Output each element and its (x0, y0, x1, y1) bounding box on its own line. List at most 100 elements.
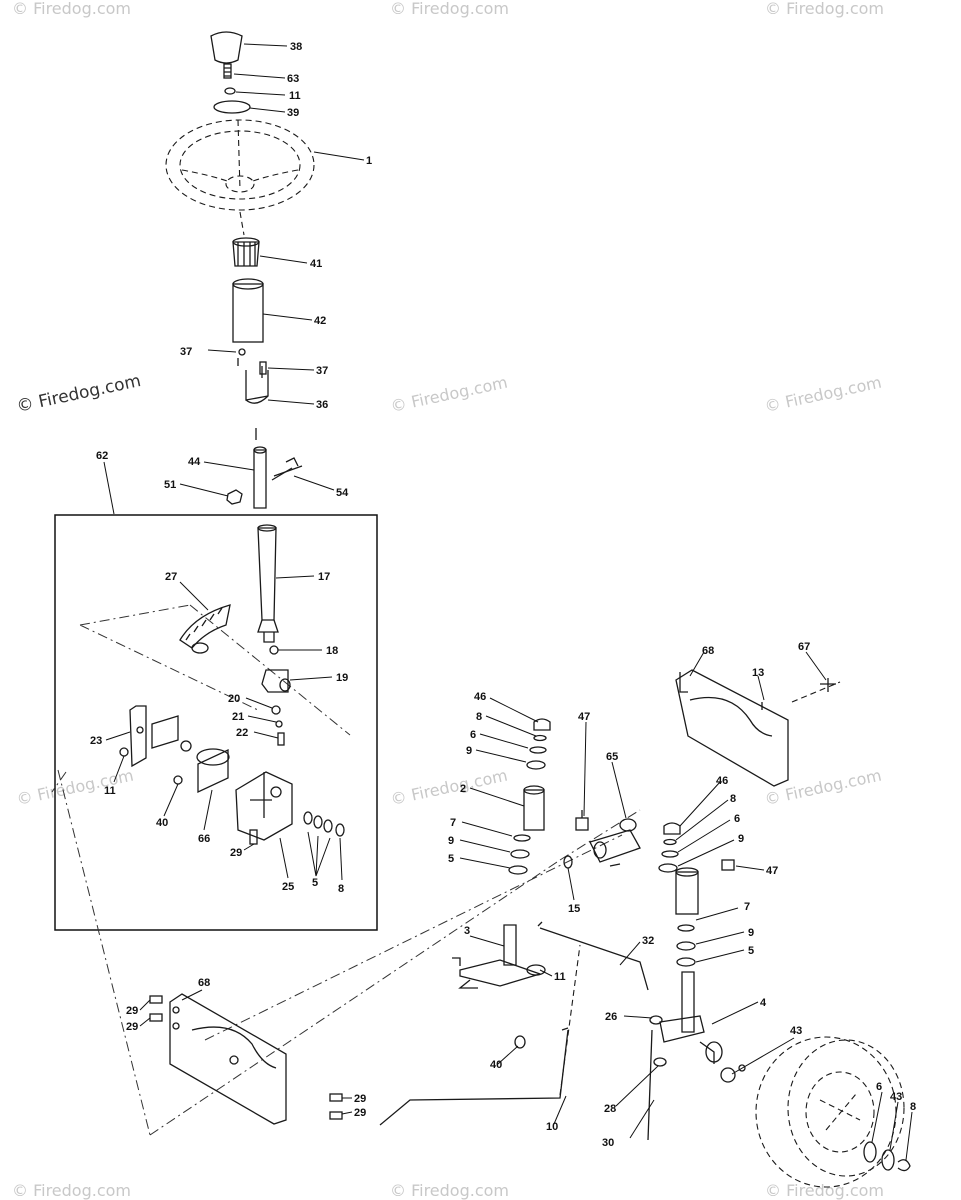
callout-6: 6 (876, 1081, 882, 1093)
callout-9: 9 (448, 835, 454, 847)
washer (271, 705, 281, 715)
steering-cap (210, 31, 243, 64)
guide-line (51, 604, 351, 793)
ring (533, 734, 547, 742)
washer (180, 740, 192, 752)
callout-9: 9 (738, 833, 744, 845)
callout-26: 26 (605, 1011, 617, 1023)
callout-8: 8 (910, 1101, 916, 1113)
nut (649, 1015, 663, 1025)
callout-68: 68 (198, 977, 210, 989)
column-bushing (232, 278, 264, 343)
spindle-bushing (523, 785, 545, 831)
washer (508, 865, 528, 875)
grease-fitting-2 (575, 810, 589, 831)
callout-21: 21 (232, 711, 244, 723)
callout-4: 4 (760, 997, 767, 1009)
washer (653, 1057, 667, 1067)
callout-3: 3 (464, 925, 470, 937)
support-plate (129, 705, 147, 768)
watermark: © Firedog.com (12, 1181, 131, 1200)
bolt-dashed (791, 681, 841, 703)
bolts (149, 995, 343, 1120)
callout-54: 54 (336, 487, 349, 499)
guide-line (57, 769, 641, 1136)
bearing (510, 849, 530, 859)
leader-lines (105, 43, 913, 1161)
watermark: © Firedog.com (765, 1181, 884, 1200)
watermark: © Firedog.com (15, 371, 143, 417)
grease-fitting-3 (663, 822, 681, 835)
washer (677, 924, 695, 932)
callout-5: 5 (312, 877, 318, 889)
bearing (676, 941, 696, 951)
frame-bracket-left (169, 993, 287, 1125)
watermark: © Firedog.com (763, 373, 883, 416)
callout-28: 28 (604, 1103, 616, 1115)
callout-44: 44 (188, 456, 201, 468)
pinion-bracket (261, 669, 291, 693)
callout-7: 7 (744, 901, 750, 913)
callout-51: 51 (164, 479, 176, 491)
callout-17: 17 (318, 571, 330, 583)
front-tire (755, 1036, 905, 1188)
tie-rod (379, 1027, 569, 1126)
callout-9: 9 (748, 927, 754, 939)
callout-42: 42 (314, 315, 326, 327)
callout-32: 32 (642, 935, 654, 947)
watermark: © Firedog.com (389, 373, 509, 416)
callout-6: 6 (470, 729, 476, 741)
bolt (277, 732, 285, 746)
callout-20: 20 (228, 693, 240, 705)
washers (303, 811, 345, 837)
callout-46: 46 (716, 775, 728, 787)
callout-labels: 38 63 11 39 1 41 42 37 37 36 44 51 54 62… (90, 41, 916, 1149)
washer (676, 957, 696, 967)
callout-29: 29 (126, 1021, 138, 1033)
steering-rod (647, 1029, 653, 1141)
carriage-bolt (273, 457, 303, 477)
callout-29: 29 (126, 1005, 138, 1017)
watermark: © Firedog.com (765, 0, 884, 18)
callout-5: 5 (448, 853, 454, 865)
grease-fitting (533, 718, 551, 731)
washer (661, 850, 679, 858)
spacer (619, 818, 637, 832)
callout-40: 40 (490, 1059, 502, 1071)
spindle-bushing-2 (675, 867, 699, 915)
hex-nut (226, 489, 243, 505)
callout-37: 37 (180, 346, 192, 358)
callout-13: 13 (752, 667, 764, 679)
callout-9: 9 (466, 745, 472, 757)
bearing (658, 863, 678, 873)
callout-11: 11 (104, 785, 116, 797)
callout-68: 68 (702, 645, 714, 657)
callout-39: 39 (287, 107, 299, 119)
callout-38: 38 (290, 41, 302, 53)
callout-29: 29 (230, 847, 242, 859)
callout-66: 66 (198, 833, 210, 845)
callout-47: 47 (766, 865, 778, 877)
washer (514, 1035, 526, 1049)
callout-67: 67 (798, 641, 810, 653)
clip (897, 1159, 911, 1172)
washer (881, 1149, 895, 1171)
watermark: © Firedog.com (389, 766, 509, 809)
watermark: © Firedog.com (390, 0, 509, 18)
bearing (526, 760, 546, 770)
washer (173, 775, 183, 785)
steering-shaft-upper (253, 428, 293, 509)
callout-15: 15 (568, 903, 580, 915)
callout-6: 6 (734, 813, 740, 825)
washer (275, 720, 283, 728)
watermark: © Firedog.com (763, 766, 883, 809)
callout-47: 47 (578, 711, 590, 723)
steering-washer (213, 100, 251, 114)
callout-62: 62 (96, 450, 108, 462)
callout-23: 23 (90, 735, 102, 747)
steering-bracket (235, 771, 293, 841)
callout-2: 2 (460, 783, 466, 795)
drag-link (537, 921, 649, 991)
washer (269, 645, 279, 655)
callout-11: 11 (554, 971, 566, 983)
